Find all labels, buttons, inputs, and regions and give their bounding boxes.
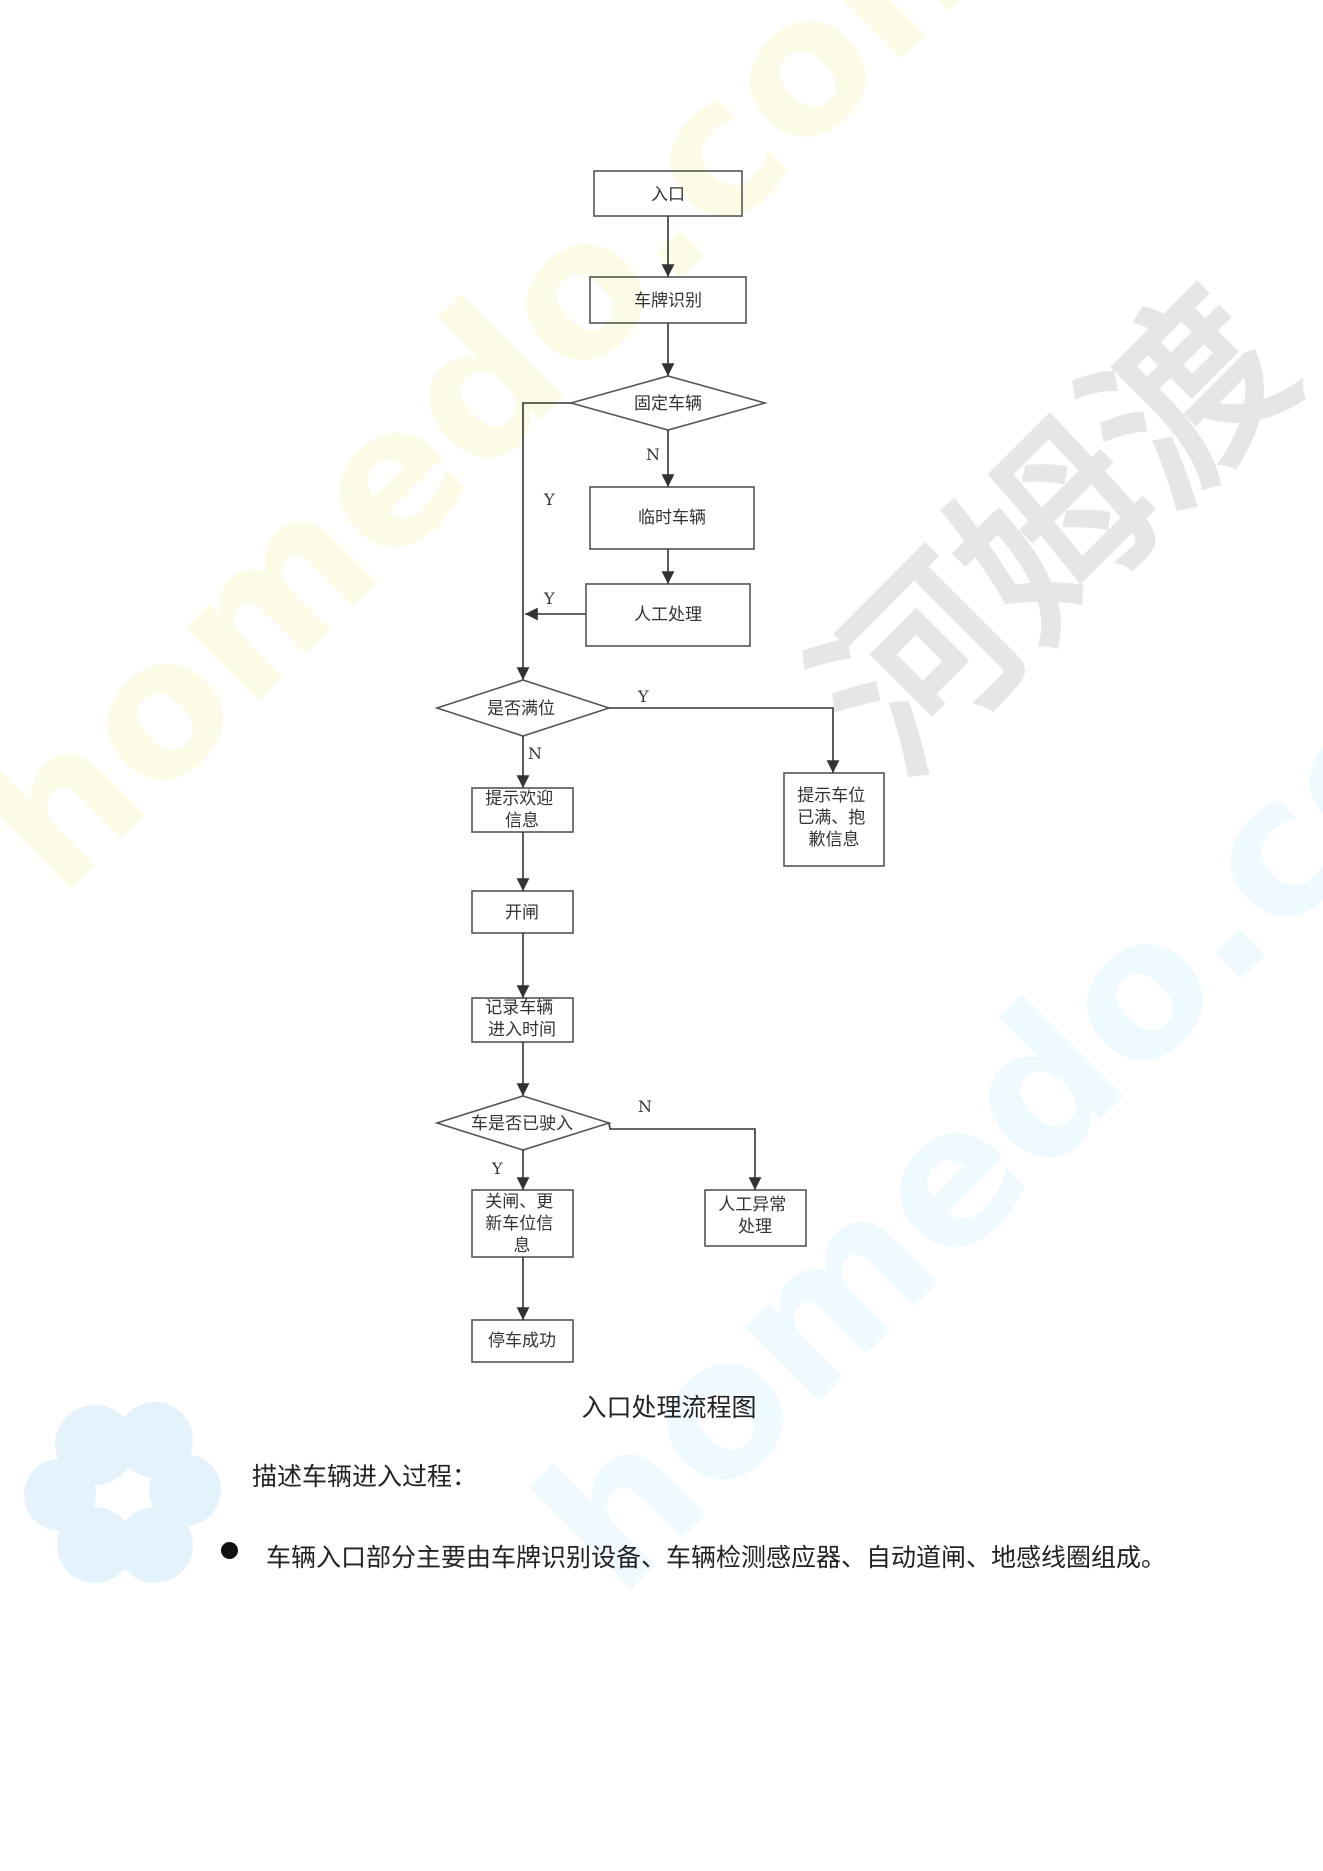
node-welcome-text: 提示欢迎 信息 bbox=[485, 789, 558, 831]
node-exception-text: 人工异常 处理 bbox=[718, 1195, 791, 1237]
node-temp-text: 临时车辆 bbox=[638, 508, 706, 528]
bullet-point bbox=[221, 1542, 238, 1559]
figure-caption: 入口处理流程图 bbox=[581, 1393, 757, 1422]
node-full-message bbox=[783, 772, 885, 867]
label-manual-yes: Y bbox=[543, 589, 555, 608]
node-entered-text: 车是否已驶入 bbox=[471, 1114, 573, 1134]
label-entered-yes: Y bbox=[491, 1159, 503, 1178]
label-full-no: N bbox=[528, 744, 542, 763]
node-close-text: 关闸、更 新车位信 息 bbox=[485, 1192, 558, 1256]
entry-flowchart: 入口 车牌识别 固定车辆 临时车辆 人工处理 是否满位 提示欢迎 信息 提示车位… bbox=[434, 170, 885, 1363]
node-full-text: 是否满位 bbox=[487, 699, 555, 719]
node-full-message-text: 提示车位 已满、抱 歉信息 bbox=[797, 786, 870, 850]
node-plate-text: 车牌识别 bbox=[634, 291, 702, 311]
node-manual-text: 人工处理 bbox=[634, 605, 702, 625]
node-temp-vehicle bbox=[589, 486, 755, 550]
intro-paragraph: 描述车辆进入过程： bbox=[252, 1462, 478, 1491]
label-entered-no: N bbox=[638, 1097, 652, 1116]
node-entry-text: 入口 bbox=[651, 185, 685, 205]
watermark-flower-logo bbox=[24, 1402, 221, 1583]
label-full-yes: Y bbox=[637, 687, 649, 706]
label-fixed-yes: Y bbox=[543, 490, 555, 509]
bullet-text: 车辆入口部分主要由车牌识别设备、车辆检测感应器、自动道闸、地感线圈组成。 bbox=[266, 1543, 1167, 1572]
node-success-text: 停车成功 bbox=[488, 1331, 556, 1351]
edge-fixed-yes-left bbox=[516, 402, 571, 680]
node-record-text: 记录车辆 进入时间 bbox=[485, 998, 558, 1040]
edge-full-yes bbox=[609, 707, 840, 773]
node-open-text: 开闸 bbox=[505, 903, 539, 923]
node-fixed-text: 固定车辆 bbox=[634, 394, 702, 414]
edge-entered-no bbox=[608, 1122, 762, 1190]
label-fixed-no: N bbox=[646, 445, 660, 464]
